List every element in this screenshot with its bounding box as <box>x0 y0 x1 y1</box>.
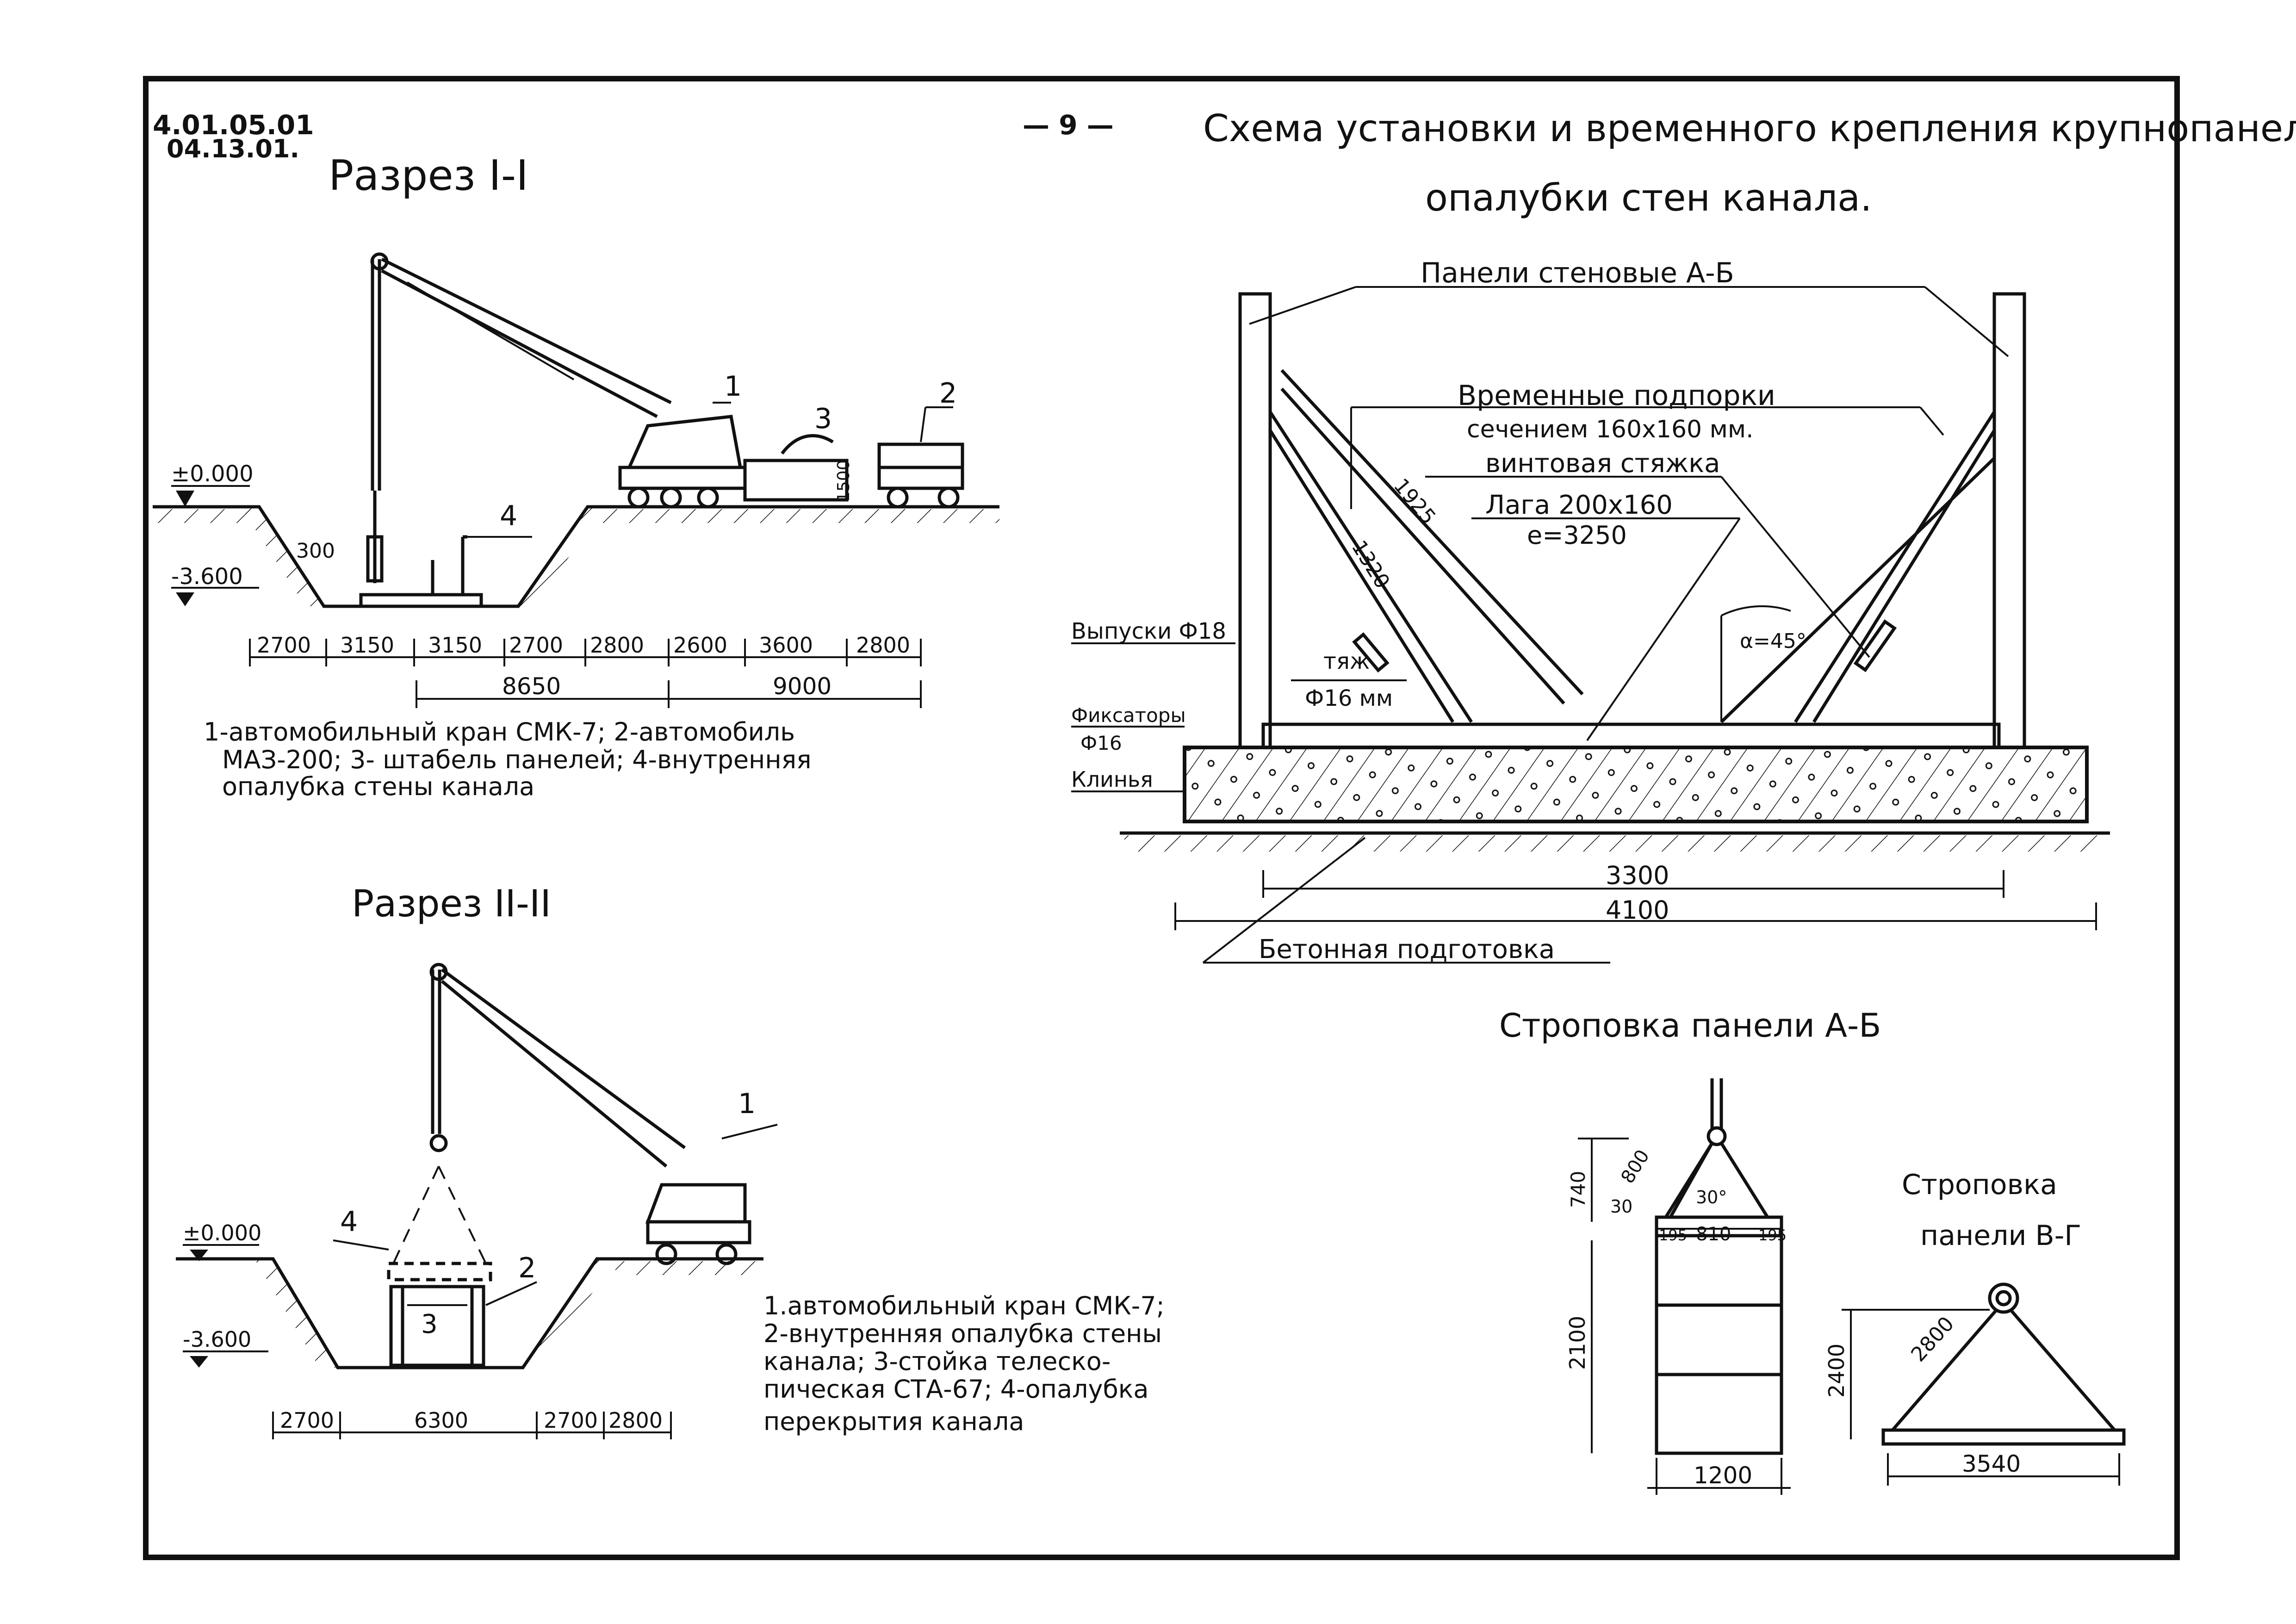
section-1-dim: 3150 <box>340 633 394 658</box>
sling-ab-dim-800: 800 <box>1617 1146 1653 1187</box>
section-2-legend-line4: пическая СТА-67; 4-опалубка <box>763 1375 1149 1404</box>
section-2-dim: 2700 <box>544 1408 598 1433</box>
section-2-marker-3: 3 <box>421 1309 438 1339</box>
concrete-base <box>1183 746 2089 823</box>
section-2-elev-bottom: -3.600 <box>183 1327 251 1352</box>
section-2-marker-4: 4 <box>340 1206 358 1238</box>
section-2-dim: 2800 <box>608 1408 663 1433</box>
section-1-title: Разрез I-I <box>329 151 528 200</box>
label-rod-line2: Ф16 мм <box>1305 685 1393 711</box>
section-2-legend-line2: 2-внутренняя опалубка стены <box>763 1319 1162 1348</box>
sling-ab-drawing: Строповка панели А-Б 740 800 30 30° 195 … <box>1499 1007 1881 1495</box>
section-1-dim: 2800 <box>590 633 644 658</box>
section-2-marker-1: 1 <box>738 1088 756 1120</box>
sling-ab-dim-195b: 195 <box>1758 1226 1787 1244</box>
sling-vg-title-line2: панели В-Г <box>1920 1220 2081 1252</box>
section-1-marker-2: 2 <box>939 377 957 410</box>
section-1-marker-1: 1 <box>724 370 742 403</box>
section-1-total-left: 8650 <box>502 673 561 700</box>
dim-4100: 4100 <box>1606 896 1669 925</box>
doc-date: 04.13.01. <box>167 134 299 163</box>
sling-ab-dim-810: 810 <box>1696 1224 1731 1245</box>
channel-scheme: Панели стеновые А-Б Временные подпорки с… <box>1071 257 2110 964</box>
section-1-dim: 2600 <box>673 633 727 658</box>
wall-panel-left <box>1238 292 1272 749</box>
dim-3300: 3300 <box>1606 861 1669 890</box>
page-number: — 9 — <box>1023 109 1114 141</box>
sheet-title-line1: Схема установки и временного крепления к… <box>1203 107 2296 150</box>
section-1-drawing: Разрез I-I ±0.000 -3.600 300 1 <box>153 151 999 801</box>
section-2-drawing: Разрез II-II ±0.000 -3.600 1 4 <box>176 882 1165 1439</box>
label-props-line2: сечением 160х160 мм. <box>1467 416 1754 443</box>
section-1-elev-top: ±0.000 <box>171 461 254 487</box>
section-1-legend-line3: опалубка стены канала <box>222 772 534 801</box>
label-concrete: Бетонная подготовка <box>1259 934 1555 964</box>
sling-ab-dim-2100: 2100 <box>1565 1316 1590 1370</box>
section-2-elev-top: ±0.000 <box>183 1220 261 1245</box>
label-outlets: Выпуски Ф18 <box>1071 618 1226 644</box>
section-2-dim: 6300 <box>414 1408 468 1433</box>
dim-1925: 1925 <box>1389 474 1440 529</box>
section-1-total-right: 9000 <box>773 673 832 700</box>
sling-vg-title-line1: Строповка <box>1902 1169 2057 1201</box>
section-1-legend-line2: МАЗ-200; 3- штабель панелей; 4-внутрення… <box>222 745 812 774</box>
section-1-dim-chain: 2700 3150 3150 2700 2800 2600 3600 2800 <box>249 633 922 666</box>
label-rod-line1: тяж <box>1323 648 1370 674</box>
section-2-marker-2: 2 <box>518 1252 536 1284</box>
doc-code: 4.01.05.01 <box>153 109 314 141</box>
section-1-elev-bottom: -3.600 <box>171 564 243 590</box>
wall-panel-right <box>1992 292 2026 749</box>
sheet-frame <box>143 76 2180 1560</box>
section-1-dim-1500: 1500 <box>834 460 853 502</box>
sling-vg-dim-2400: 2400 <box>1824 1344 1849 1398</box>
sling-ab-dim-30b: 30° <box>1696 1187 1727 1207</box>
section-2-legend-line3: канала; 3-стойка телеско- <box>763 1347 1111 1376</box>
section-1-dim: 2800 <box>856 633 910 658</box>
sheet-title-line2: опалубки стен канала. <box>1425 176 1872 219</box>
sling-vg-dim-2800: 2800 <box>1906 1312 1959 1366</box>
section-1-dim: 2700 <box>257 633 311 658</box>
label-lag-line1: Лага 200х160 <box>1485 490 1673 520</box>
label-props-line1: Временные подпорки <box>1458 380 1775 412</box>
sling-ab-dim-195a: 195 <box>1659 1226 1687 1244</box>
label-fixators-line1: Фиксаторы <box>1071 704 1186 727</box>
section-2-legend-line5: перекрытия канала <box>763 1407 1024 1436</box>
label-panels: Панели стеновые А-Б <box>1421 257 1734 289</box>
label-fixators-line2: Ф16 <box>1080 732 1122 754</box>
section-1-marker-3: 3 <box>814 403 832 435</box>
section-1-dim: 2700 <box>509 633 563 658</box>
label-angle: α=45° <box>1740 629 1806 653</box>
label-wedges: Клинья <box>1071 767 1153 792</box>
sling-ab-dim-30: 30 <box>1610 1196 1632 1217</box>
label-lag-line2: е=3250 <box>1527 521 1627 550</box>
section-1-dim: 3600 <box>759 633 813 658</box>
sling-vg-dim-3540: 3540 <box>1962 1450 2021 1477</box>
sling-ab-dim-1200: 1200 <box>1694 1462 1752 1489</box>
sling-ab-title: Строповка панели А-Б <box>1499 1007 1881 1045</box>
sling-vg-drawing: Строповка панели В-Г 2400 2800 3540 <box>1824 1169 2126 1486</box>
section-1-dim: 3150 <box>428 633 482 658</box>
label-screw: винтовая стяжка <box>1485 448 1720 479</box>
section-2-legend-line1: 1.автомобильный кран СМК-7; <box>763 1291 1165 1320</box>
section-2-dim: 2700 <box>280 1408 334 1433</box>
sling-ab-dim-740: 740 <box>1567 1171 1589 1208</box>
section-1-marker-4: 4 <box>500 500 517 532</box>
section-1-dim-300: 300 <box>296 539 335 563</box>
section-1-legend-line1: 1-автомобильный кран СМК-7; 2-автомобиль <box>204 717 795 747</box>
section-2-title: Разрез II-II <box>352 882 551 925</box>
